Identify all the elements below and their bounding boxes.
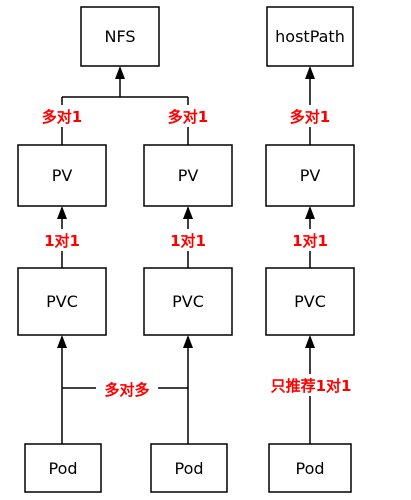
relation-label-pvc-pv-middle: 1对1 xyxy=(170,232,206,250)
pv-left-label: PV xyxy=(52,166,73,185)
arrow-heads xyxy=(57,66,315,348)
hostpath-box xyxy=(266,6,354,67)
label-backing xyxy=(264,374,358,396)
pvc-middle-box xyxy=(143,267,233,336)
arrow-head-pvc-right xyxy=(305,335,315,348)
relation-label-pv-hostpath: 多对1 xyxy=(290,108,330,126)
label-backing xyxy=(96,378,158,400)
pvc-left-label: PVC xyxy=(46,292,78,311)
pv-left-box xyxy=(17,144,107,207)
pvc-left-node: PVC xyxy=(17,267,107,336)
label-backing xyxy=(162,105,212,127)
pvc-right-label: PVC xyxy=(294,292,326,311)
relation-label-pvc-pv-right: 1对1 xyxy=(292,232,328,250)
nfs-box xyxy=(80,6,160,67)
storage-hostpath-node: hostPath xyxy=(266,6,354,67)
nfs-label: NFS xyxy=(104,27,135,46)
arrow-head-pv-middle xyxy=(183,206,193,219)
relation-label-pod-pvc-right: 只推荐1对1 xyxy=(271,377,352,395)
pvc-left-box xyxy=(17,267,107,336)
arrow-head-pv-right xyxy=(305,206,315,219)
pv-right-label: PV xyxy=(300,166,321,185)
pod-left-node: Pod xyxy=(24,443,102,493)
label-backing xyxy=(166,229,210,251)
pv-right-node: PV xyxy=(265,144,355,207)
pod-middle-label: Pod xyxy=(174,459,203,478)
arrow-head-pvc-left xyxy=(57,335,67,348)
pod-middle-box xyxy=(150,443,228,493)
pvc-middle-label: PVC xyxy=(172,292,204,311)
pv-middle-box xyxy=(143,144,233,207)
relation-label-pv-nfs-middle: 多对1 xyxy=(168,108,208,126)
relation-label-pv-nfs-left: 多对1 xyxy=(42,108,82,126)
pv-right-box xyxy=(265,144,355,207)
arrow-head-hostpath xyxy=(305,66,315,79)
hostpath-label: hostPath xyxy=(275,27,345,46)
pvc-middle-node: PVC xyxy=(143,267,233,336)
pod-left-label: Pod xyxy=(48,459,77,478)
relation-label-pod-pvc-shared: 多对多 xyxy=(104,381,149,399)
pod-right-label: Pod xyxy=(295,459,324,478)
pv-middle-node: PV xyxy=(143,144,233,207)
relation-label-pvc-pv-left: 1对1 xyxy=(44,232,80,250)
label-backing xyxy=(285,105,335,127)
pv-left-node: PV xyxy=(17,144,107,207)
arrow-head-nfs xyxy=(115,66,125,79)
pv-middle-label: PV xyxy=(178,166,199,185)
pod-left-box xyxy=(24,443,102,493)
arrow-head-pvc-middle xyxy=(183,335,193,348)
label-backing xyxy=(40,229,84,251)
label-backing xyxy=(36,105,86,127)
relation-labels: 多对1 多对1 多对1 1对1 1对1 1对1 多对多 只推荐1对1 xyxy=(36,105,358,400)
pvc-right-box xyxy=(265,267,355,336)
arrow-head-pv-left xyxy=(57,206,67,219)
pod-right-node: Pod xyxy=(268,443,352,493)
pod-middle-node: Pod xyxy=(150,443,228,493)
pod-right-box xyxy=(268,443,352,493)
storage-nfs-node: NFS xyxy=(80,6,160,67)
label-backing xyxy=(288,229,332,251)
pvc-right-node: PVC xyxy=(265,267,355,336)
